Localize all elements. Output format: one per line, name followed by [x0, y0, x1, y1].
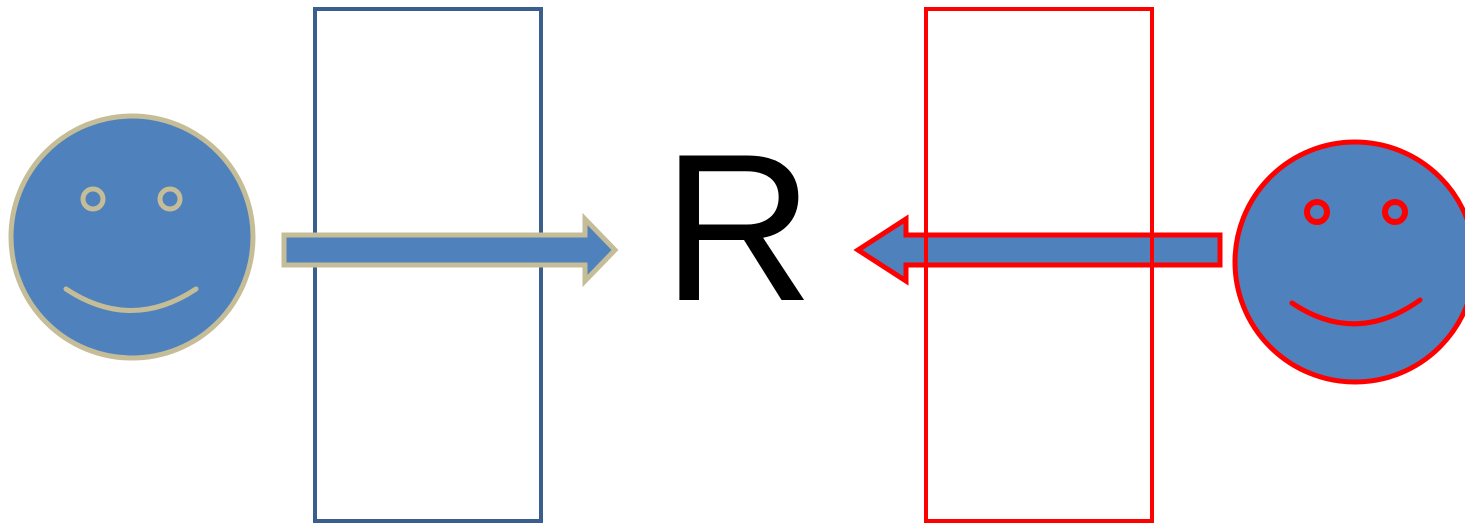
right-face-smile: [1289, 297, 1423, 327]
right-face-circle: [1232, 139, 1465, 385]
right-smiley-face-icon: [1232, 139, 1465, 385]
left-face-eye-left: [80, 186, 106, 212]
right-arrow-left-icon: [853, 214, 1223, 286]
left-arrow-right-icon: [281, 212, 619, 288]
right-box: [924, 7, 1154, 523]
left-face-smile: [63, 286, 199, 313]
right-face-eye-right: [1382, 199, 1408, 225]
right-face-eye-left: [1304, 199, 1330, 225]
left-face-eye-right: [157, 186, 183, 212]
left-smiley-face-icon: [8, 113, 256, 361]
center-label-r: R: [662, 110, 814, 345]
left-face-circle: [8, 113, 256, 361]
